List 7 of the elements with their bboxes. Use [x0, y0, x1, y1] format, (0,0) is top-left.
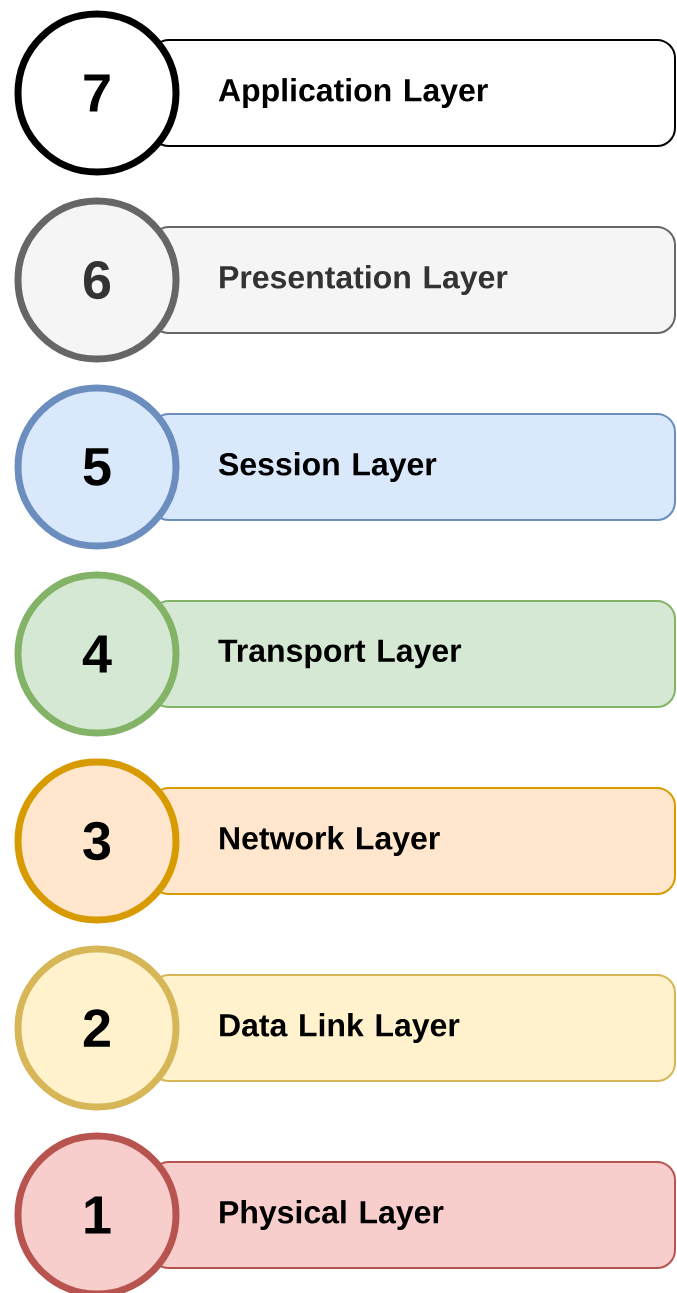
node-label: Presentation Layer: [220, 265, 508, 295]
node-label: Network Layer: [220, 826, 440, 856]
node-label: Physical Layer: [220, 1200, 444, 1230]
node-label: Session Layer: [218, 452, 437, 482]
layer-band: Application Layer: [150, 39, 676, 147]
node-label: Data Link Layer: [220, 1013, 460, 1043]
node-label: Transport Layer: [218, 639, 462, 669]
